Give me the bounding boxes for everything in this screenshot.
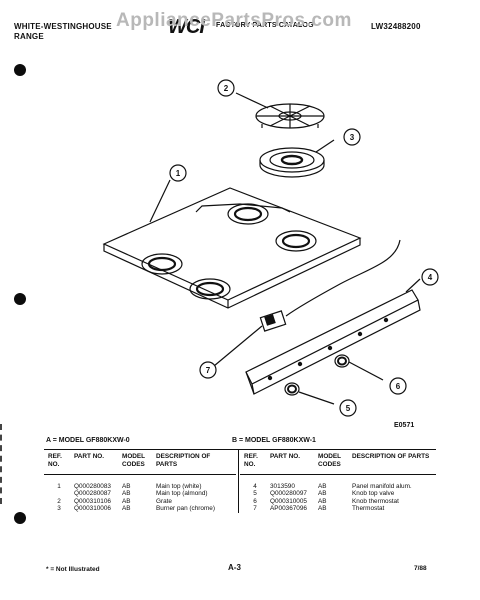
col-part: PART NO. <box>74 453 105 460</box>
table-row: 2 Q000310106 AB Grate <box>57 497 172 505</box>
leader-7 <box>213 325 263 367</box>
parts-table-right: REF. NO. PART NO. MODEL CODES DESCRIPTIO… <box>242 453 436 513</box>
catalog-title: FACTORY PARTS CATALOG <box>216 22 314 29</box>
page-number: A-3 <box>228 563 241 572</box>
table-row: 4 3013590 AB Panel manifold alum. <box>253 483 412 490</box>
model-a: A = MODEL GF880KXW-0 <box>46 437 130 444</box>
knob-top-valve-part <box>284 382 335 405</box>
table-row: Q000280087 AB Main top (almond) <box>74 490 208 498</box>
table-row: 5 Q000280097 AB Knob top valve <box>253 490 395 498</box>
callout-circle-1 <box>169 164 187 182</box>
leader-1 <box>149 179 171 223</box>
binder-hole-top <box>14 64 26 76</box>
footer-note: * = Not Illustrated <box>46 566 100 573</box>
table-row: 6 Q000310005 AB Knob thermostat <box>253 497 399 505</box>
catalog-number: LW32488200 <box>371 22 421 31</box>
table-row: 7 AP00367096 AB Thermostat <box>253 505 385 513</box>
leader-2 <box>235 92 269 109</box>
col-desc: DESCRIPTION OF PARTS <box>156 453 211 468</box>
col-part: PART NO. <box>270 453 301 460</box>
col-model: MODEL CODES <box>122 453 145 468</box>
callout-circle-3 <box>343 128 361 146</box>
col-model: MODEL CODES <box>318 453 341 468</box>
brand-line1: WHITE-WESTINGHOUSE <box>14 22 112 31</box>
drawing-code: E0571 <box>394 422 415 429</box>
callout-label-2: 2 <box>224 84 229 93</box>
grate-part <box>255 103 325 129</box>
header-rule-left <box>44 474 236 475</box>
callout-label-3: 3 <box>350 133 355 142</box>
page-edge-marks <box>0 424 8 504</box>
leader-4 <box>405 278 421 293</box>
table-top-rule <box>44 449 436 450</box>
knob-thermostat-part <box>334 354 384 381</box>
model-b: B = MODEL GF880KXW-1 <box>232 437 316 444</box>
manifold-panel-part <box>245 289 421 395</box>
callout-circle-2 <box>217 79 235 97</box>
table-divider <box>238 449 239 513</box>
thermostat-part <box>259 310 287 332</box>
callout-label-4: 4 <box>428 273 433 282</box>
table-row: 3 Q000310006 AB Burner pan (chrome) <box>57 505 215 513</box>
callout-circle-6 <box>389 377 407 395</box>
leader-3 <box>315 139 335 153</box>
table-row: 1 Q000280083 AB Main top (white) <box>57 483 202 490</box>
col-desc: DESCRIPTION OF PARTS <box>352 453 430 460</box>
callout-label-5: 5 <box>346 404 351 413</box>
watermark: AppliancePartsPros.com <box>116 10 352 31</box>
brand-line2: RANGE <box>14 32 44 41</box>
exploded-diagram: 2 3 1 4 7 6 5 <box>102 79 439 417</box>
binder-hole-bottom <box>14 512 26 524</box>
catalog-date: 7/88 <box>414 565 427 572</box>
callout-label-6: 6 <box>396 382 401 391</box>
binder-hole-middle <box>14 293 26 305</box>
col-ref: REF. NO. <box>48 453 62 468</box>
callout-circle-7 <box>199 361 217 379</box>
burner-pan-part <box>259 147 325 178</box>
col-ref: REF. NO. <box>244 453 258 468</box>
wci-logo: WCI <box>168 16 205 38</box>
callout-circle-4 <box>421 268 439 286</box>
callout-label-7: 7 <box>206 366 211 375</box>
header-rule-right <box>240 474 436 475</box>
capillary-tube <box>285 239 401 317</box>
callout-label-1: 1 <box>176 169 181 178</box>
main-top-part <box>102 187 362 309</box>
parts-table-left: REF. NO. PART NO. MODEL CODES DESCRIPTIO… <box>46 453 234 513</box>
callout-circle-5 <box>339 399 357 417</box>
